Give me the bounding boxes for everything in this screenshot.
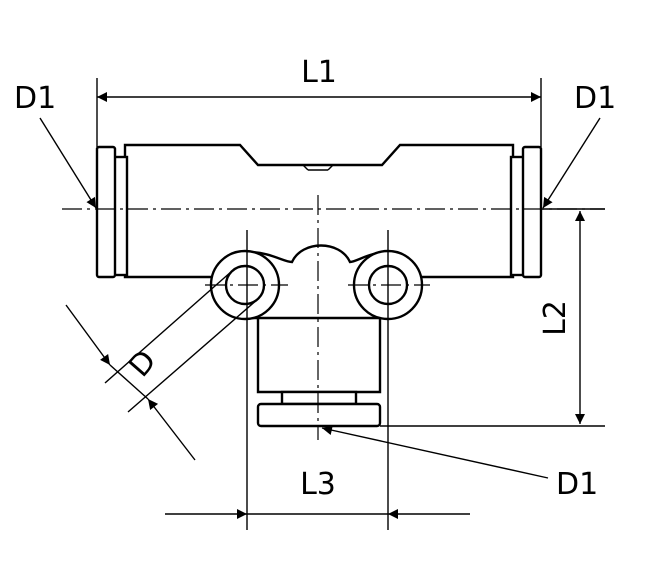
label-l1: L1 [301, 55, 337, 90]
right-collet [509, 145, 543, 279]
label-l2: L2 [538, 300, 573, 336]
mounting-lugs [209, 244, 424, 321]
left-collet [95, 145, 129, 279]
label-l3: L3 [300, 467, 336, 502]
label-d: D [122, 344, 164, 384]
dimension-l2: L2 [380, 208, 605, 427]
label-d1-right: D1 [574, 81, 616, 116]
label-d1-bottom: D1 [556, 467, 598, 502]
leader-d1-bottom: D1 [321, 425, 598, 502]
label-d1-left: D1 [14, 81, 56, 116]
leader-d1-right: D1 [542, 81, 616, 209]
branch-stem [256, 296, 382, 428]
dimension-l1: L1 [96, 55, 542, 147]
leader-d1-left: D1 [14, 81, 97, 209]
dimension-l3: L3 [165, 230, 470, 530]
